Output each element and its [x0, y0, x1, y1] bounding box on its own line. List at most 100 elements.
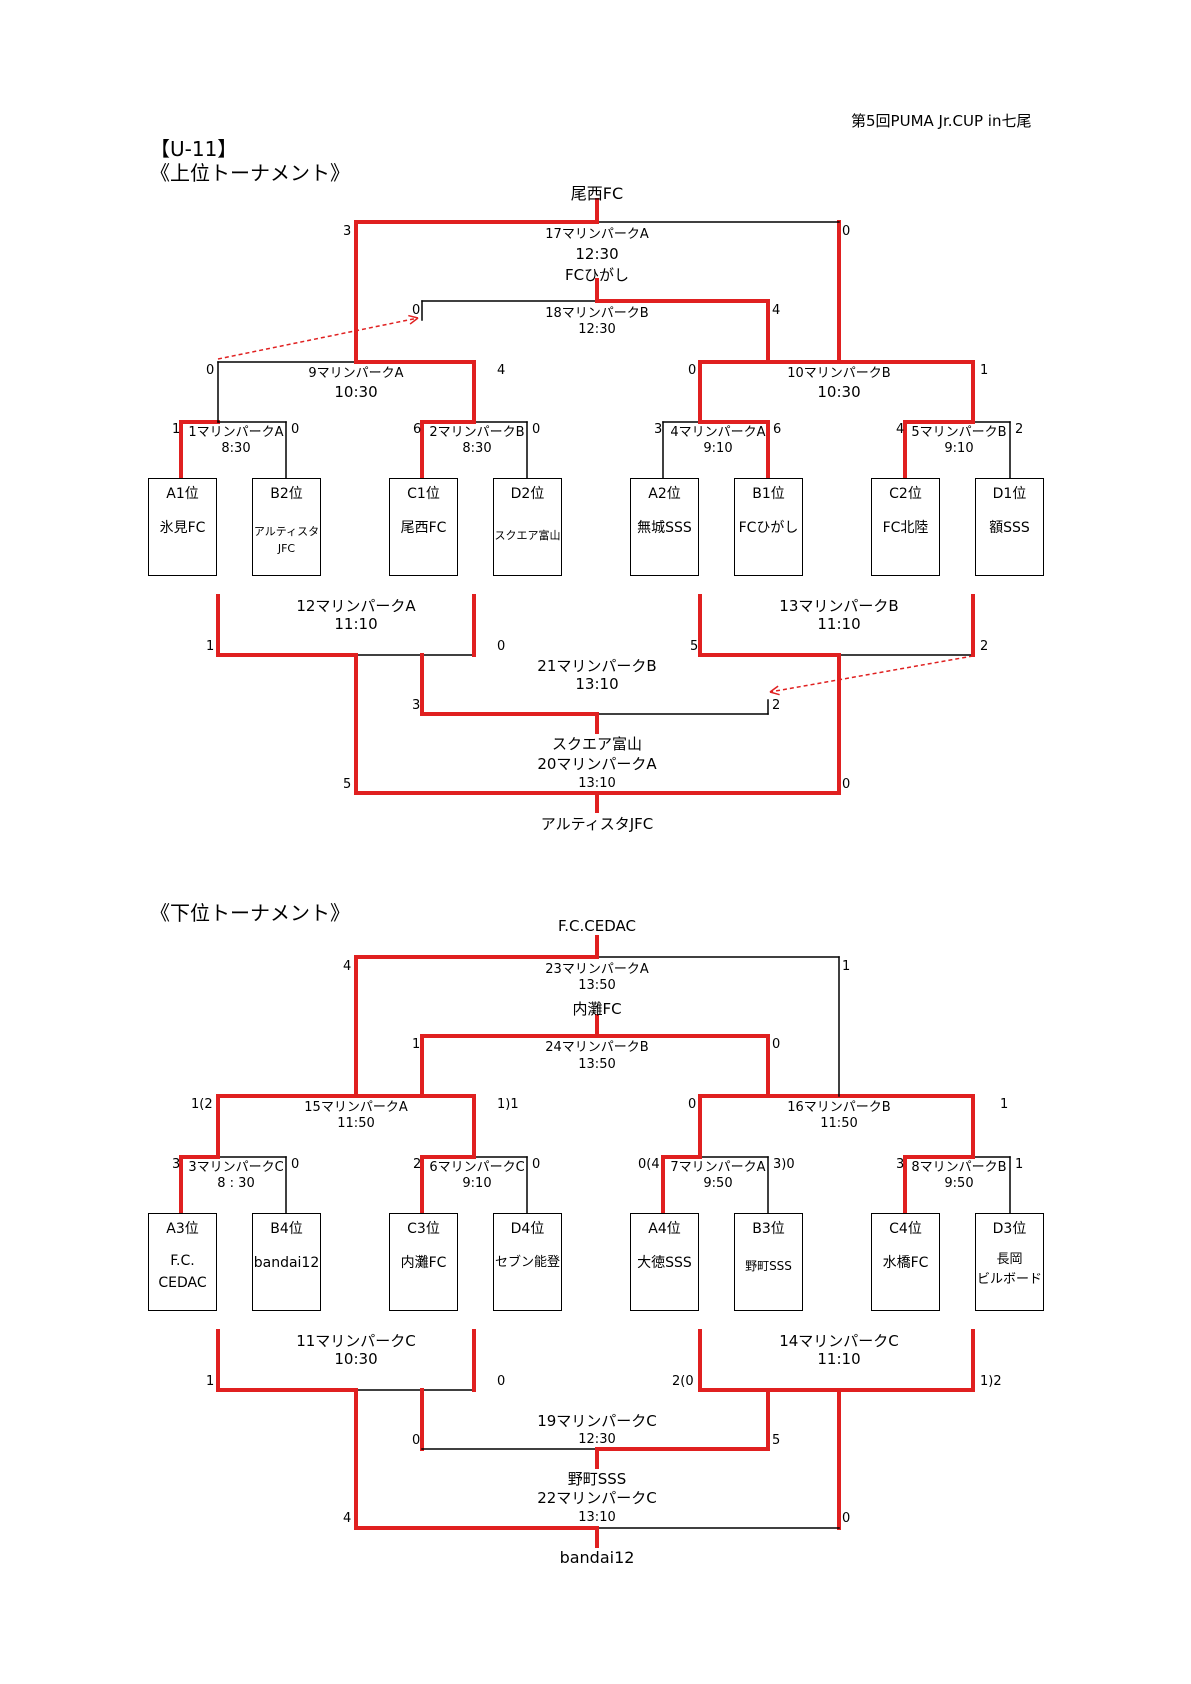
- match-14-time: 11:10: [817, 1350, 861, 1368]
- match-5-venue: 5マリンパークB: [911, 425, 1007, 440]
- match-24-time: 13:50: [578, 1057, 616, 1072]
- match-18-time: 12:30: [578, 322, 616, 337]
- match-4-time: 9:10: [703, 441, 733, 456]
- match-22-time: 13:10: [578, 1510, 616, 1525]
- match-8-time: 9:50: [944, 1176, 974, 1191]
- match-13-venue: 13マリンパークB: [779, 597, 899, 615]
- team-box-b4: B4位 bandai12: [252, 1213, 321, 1311]
- match-17-score-2: 0: [842, 224, 851, 239]
- match-10-time: 10:30: [817, 383, 861, 401]
- team-name: 野町SSS: [745, 1259, 792, 1273]
- match-8-venue: 8マリンパークB: [911, 1160, 1007, 1175]
- team-name: bandai12: [253, 1255, 320, 1271]
- match-10-score-1: 0: [688, 363, 697, 378]
- team-seed: B4位: [270, 1221, 303, 1237]
- match-23-score-1: 4: [343, 959, 352, 974]
- match-8-score-2: 1: [1015, 1157, 1024, 1172]
- match-2-venue: 2マリンパークB: [429, 425, 525, 440]
- team-box-c3: C3位 内灘FC: [389, 1213, 458, 1311]
- match-23-time: 13:50: [578, 978, 616, 993]
- match-24-score-2: 0: [772, 1037, 781, 1052]
- loser-arrow-upper-2: [769, 655, 974, 693]
- match-16-score-1: 0: [688, 1097, 697, 1112]
- team-seed: A4位: [648, 1221, 681, 1237]
- match-16-time: 11:50: [820, 1116, 858, 1131]
- team-name: 額SSS: [989, 520, 1030, 536]
- match-20-venue: 20マリンパークA: [537, 755, 657, 773]
- team-name: 内灘FC: [400, 1255, 447, 1271]
- match-20-time: 13:10: [578, 776, 616, 791]
- team-name: F.C. CEDAC: [158, 1253, 207, 1291]
- team-seed: A2位: [648, 486, 681, 502]
- team-box-c2: C2位 FC北陸: [871, 478, 940, 576]
- match-19-time: 12:30: [578, 1432, 616, 1447]
- team-box-c4: C4位 水橋FC: [871, 1213, 940, 1311]
- match-3-score-2: 0: [291, 1157, 300, 1172]
- match-9-time: 10:30: [334, 383, 378, 401]
- team-seed: D3位: [992, 1221, 1027, 1237]
- match-2-time: 8:30: [462, 441, 492, 456]
- loser-arrow-upper-head-0: [408, 314, 419, 319]
- match-24-venue: 24マリンパークB: [545, 1040, 649, 1055]
- match-7-venue: 7マリンパークA: [670, 1160, 766, 1175]
- match-17-time: 12:30: [575, 245, 619, 263]
- team-box-a2: A2位 無城SSS: [630, 478, 699, 576]
- match-4-venue: 4マリンパークA: [670, 425, 766, 440]
- team-name: アルティスタ JFC: [253, 525, 320, 555]
- match-5-score-1: 4: [896, 422, 905, 437]
- match-1-score-2: 0: [291, 422, 300, 437]
- team-seed: C2位: [889, 486, 922, 502]
- match-11-time: 10:30: [334, 1350, 378, 1368]
- match-21-score-1: 3: [412, 698, 421, 713]
- team-name: 尾西FC: [400, 520, 447, 536]
- match-10-score-2: 1: [980, 363, 989, 378]
- match-15-score-2: 1)1: [497, 1097, 519, 1112]
- lower-second: 内灘FC: [572, 1000, 622, 1018]
- lower-fourth: bandai12: [559, 1548, 635, 1567]
- team-seed: A3位: [166, 1221, 199, 1237]
- lower-third: 野町SSS: [567, 1470, 627, 1488]
- match-3-time: 8 : 30: [217, 1176, 255, 1191]
- match-13-score-1: 5: [690, 639, 699, 654]
- match-1-time: 8:30: [221, 441, 251, 456]
- match-1-venue: 1マリンパークA: [188, 425, 284, 440]
- team-seed: D1位: [992, 486, 1027, 502]
- lower-tournament-title: 《下位トーナメント》: [150, 901, 350, 925]
- match-17-venue: 17マリンパークA: [545, 227, 649, 242]
- match-12-time: 11:10: [334, 615, 378, 633]
- loser-arrow-upper-2-head-0: [769, 691, 780, 696]
- team-box-a1: A1位 氷見FC: [148, 478, 217, 576]
- match-18-score-1: 0: [412, 303, 421, 318]
- match-3-score-1: 3: [172, 1157, 181, 1172]
- team-box-a3: A3位 F.C. CEDAC: [148, 1213, 217, 1311]
- team-name: 大徳SSS: [637, 1255, 692, 1271]
- team-seed: C1位: [407, 486, 440, 502]
- match-12-venue: 12マリンパークA: [296, 597, 416, 615]
- match-21-score-2: 2: [772, 698, 781, 713]
- match-11-score-1: 1: [206, 1374, 215, 1389]
- match-18-score-2: 4: [772, 303, 781, 318]
- match-6-score-1: 2: [413, 1157, 422, 1172]
- upper-tournament-title: 《上位トーナメント》: [150, 161, 350, 185]
- loser-arrow-upper-head-1: [409, 317, 419, 325]
- match-9-score-2: 4: [497, 363, 506, 378]
- match-21-venue: 21マリンパークB: [537, 657, 657, 675]
- upper-champion: 尾西FC: [570, 184, 624, 203]
- match-18-venue: 18マリンパークB: [545, 306, 649, 321]
- team-box-d1: D1位 額SSS: [975, 478, 1044, 576]
- team-seed: B1位: [752, 486, 785, 502]
- match-19-score-2: 5: [772, 1433, 781, 1448]
- team-box-b1: B1位 FCひがし: [734, 478, 803, 576]
- team-seed: C4位: [889, 1221, 922, 1237]
- team-name: FCひがし: [738, 520, 799, 536]
- team-name: 無城SSS: [637, 520, 692, 536]
- match-1-score-1: 1: [172, 422, 181, 437]
- team-name: 氷見FC: [159, 520, 206, 536]
- match-21-time: 13:10: [575, 675, 619, 693]
- match-8-score-1: 3: [896, 1157, 905, 1172]
- match-10-venue: 10マリンパークB: [787, 366, 891, 381]
- match-6-venue: 6マリンパークC: [429, 1160, 525, 1175]
- match-14-venue: 14マリンパークC: [779, 1332, 899, 1350]
- match-14-score-2: 1)2: [980, 1374, 1002, 1389]
